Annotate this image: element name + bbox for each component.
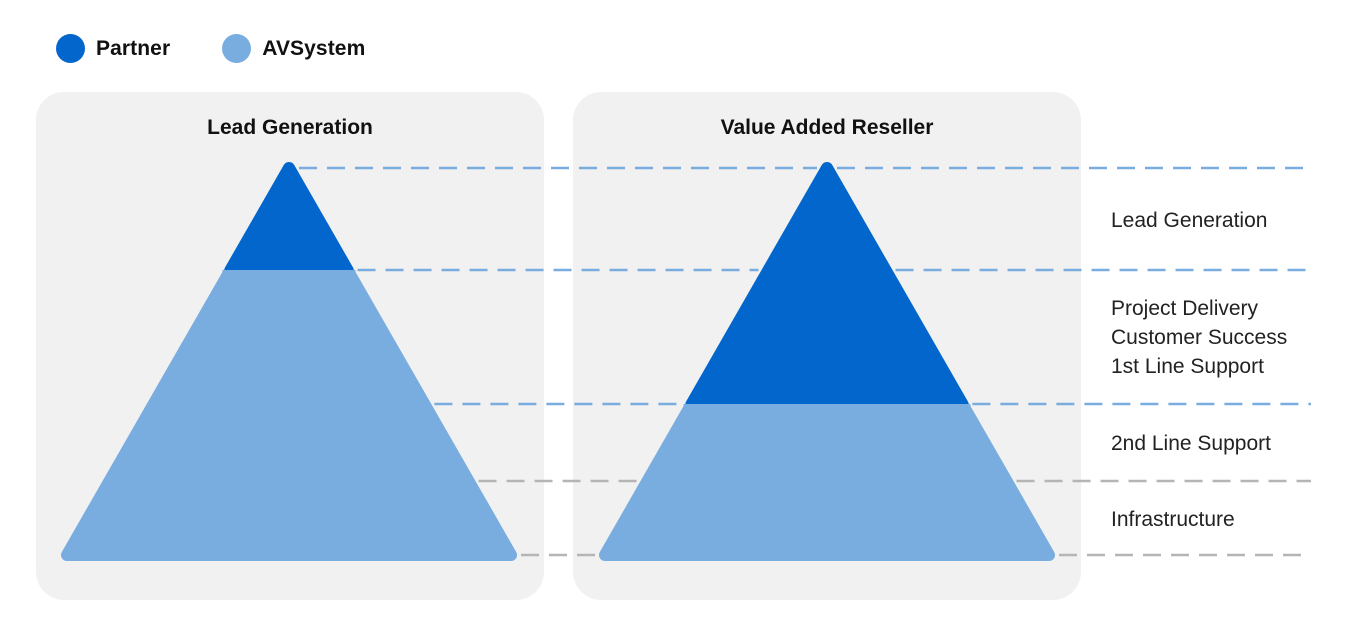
pyramid-value-added-reseller xyxy=(599,162,1055,561)
tier-label-lead-generation: Lead Generation xyxy=(1111,206,1267,235)
pyramid-section-divider xyxy=(683,404,971,411)
panel-title-lead-generation: Lead Generation xyxy=(207,116,373,139)
pyramid-avsystem-section xyxy=(61,162,517,561)
tier-label-2nd-line-support: 2nd Line Support xyxy=(1111,429,1271,458)
panel-title-value-added-reseller: Value Added Reseller xyxy=(720,116,934,139)
legend-label-avsystem: AVSystem xyxy=(262,36,366,60)
pyramid-lead-generation xyxy=(61,162,517,561)
pyramid-partner-section xyxy=(685,162,969,410)
tier-label-infrastructure: Infrastructure xyxy=(1111,505,1235,534)
tier-label-line: Customer Success xyxy=(1111,326,1288,349)
legend-item-partner: Partner xyxy=(56,34,170,63)
tier-label-line: 2nd Line Support xyxy=(1111,432,1271,455)
legend-item-avsystem: AVSystem xyxy=(222,34,365,63)
tier-label-line: 1st Line Support xyxy=(1111,355,1264,378)
pyramid-section-divider xyxy=(222,270,356,277)
legend-label-partner: Partner xyxy=(96,36,171,60)
legend: Partner AVSystem xyxy=(56,34,417,63)
tier-label-line: Infrastructure xyxy=(1111,508,1235,531)
tier-label-line: Project Delivery xyxy=(1111,297,1259,320)
tier-label-delivery-success-support: Project Delivery Customer Success 1st Li… xyxy=(1111,294,1287,381)
pyramid-partner-section xyxy=(224,162,354,276)
avsystem-color-dot xyxy=(222,34,252,63)
tier-label-line: Lead Generation xyxy=(1111,209,1268,232)
partner-color-dot xyxy=(56,34,85,63)
